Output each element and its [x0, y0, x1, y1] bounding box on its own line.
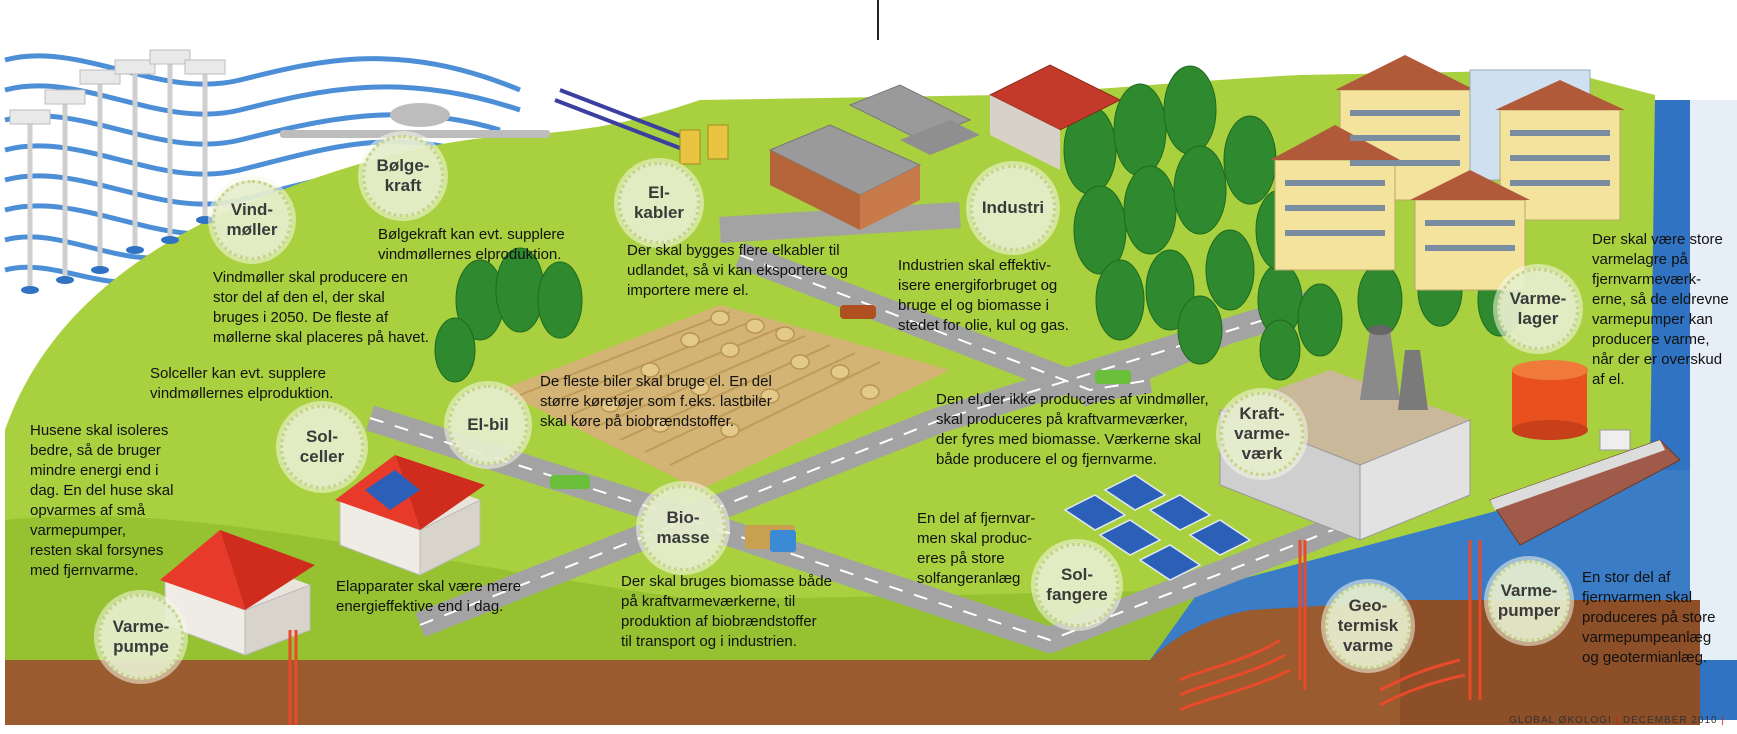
house-heatpump	[160, 530, 315, 656]
bubble-varmepumper: Varme- pumper	[1488, 560, 1570, 642]
tanker-ship	[1489, 429, 1681, 546]
field	[500, 305, 950, 490]
text-industri: Industrien skal effektiv- isere energifo…	[898, 257, 1069, 334]
bubble-biomasse: Bio- masse	[640, 485, 726, 571]
text-varmelager: Der skal være store varmelagre på fjernv…	[1592, 231, 1729, 388]
footer-date: DECEMBER 2010	[1622, 715, 1718, 726]
text-solceller: Solceller kan evt. supplere vindmøllerne…	[150, 365, 334, 402]
right-sea-gradient	[1690, 100, 1737, 660]
text-bolgekraft: Bølgekraft kan evt. supplere vindmøllern…	[378, 226, 565, 263]
bubble-solfangere: Sol- fangere	[1035, 543, 1119, 627]
bubble-elbil: El-bil	[448, 385, 528, 465]
text-varmepumpeanlaeg: En stor del af fjernvarmen skal producer…	[1582, 569, 1716, 666]
heat-storage-tank	[1512, 360, 1588, 440]
bubble-kraftvarmevaerk: Kraft- varme- værk	[1220, 392, 1304, 476]
text-husene: Husene skal isoleres bedre, så de bruger…	[30, 422, 174, 579]
bubble-vindmoller: Vind- møller	[212, 180, 292, 260]
footer-credit: GLOBAL ØKOLOGI | DECEMBER 2010 |	[1509, 715, 1725, 726]
text-vindmoller: Vindmøller skal producere en stor del af…	[213, 269, 429, 346]
bubble-varmepumpe: Varme- pumpe	[98, 594, 184, 680]
apartment-windows	[1285, 110, 1610, 251]
vehicles	[550, 305, 1131, 552]
industry-buildings	[768, 64, 1122, 230]
electric-cables	[554, 88, 691, 152]
bubble-geotermisk: Geo- termisk varme	[1325, 583, 1411, 669]
batteries	[679, 124, 729, 165]
text-solfangere: En del af fjernvar- men skal produc- ere…	[917, 510, 1036, 587]
wave-power-device	[280, 103, 550, 138]
solar-collectors	[1063, 474, 1252, 581]
hay-bales	[600, 310, 880, 438]
turbine-blades	[9, 49, 226, 125]
text-elbil: De fleste biler skal bruge el. En del st…	[540, 373, 772, 430]
text-elapparater: Elapparater skal være mere energieffekti…	[336, 578, 522, 615]
text-biomasse: Der skal bruges biomasse både på kraftva…	[621, 573, 832, 650]
footer-separator-end: |	[1721, 715, 1725, 726]
footer-separator: |	[1615, 715, 1620, 726]
house-solar	[335, 455, 485, 576]
underground-pipes	[288, 540, 1482, 725]
text-elkabler: Der skal bygges flere elkabler til udlan…	[627, 242, 848, 299]
bubble-solceller: Sol- celler	[280, 405, 364, 489]
bubble-industri: Industri	[970, 165, 1056, 251]
text-kraftvarme: Den el,der ikke produceres af vindmøller…	[936, 391, 1209, 468]
bubble-varmelager: Varme- lager	[1497, 268, 1579, 350]
turbine-bases	[21, 216, 214, 294]
footer-publication: GLOBAL ØKOLOGI	[1509, 715, 1612, 726]
wind-turbines	[27, 60, 208, 290]
bubble-elkabler: El- kabler	[618, 162, 700, 244]
soil-strip	[5, 600, 1420, 725]
bubble-bolgekraft: Bølge- kraft	[362, 135, 444, 217]
power-plant	[1219, 325, 1471, 541]
